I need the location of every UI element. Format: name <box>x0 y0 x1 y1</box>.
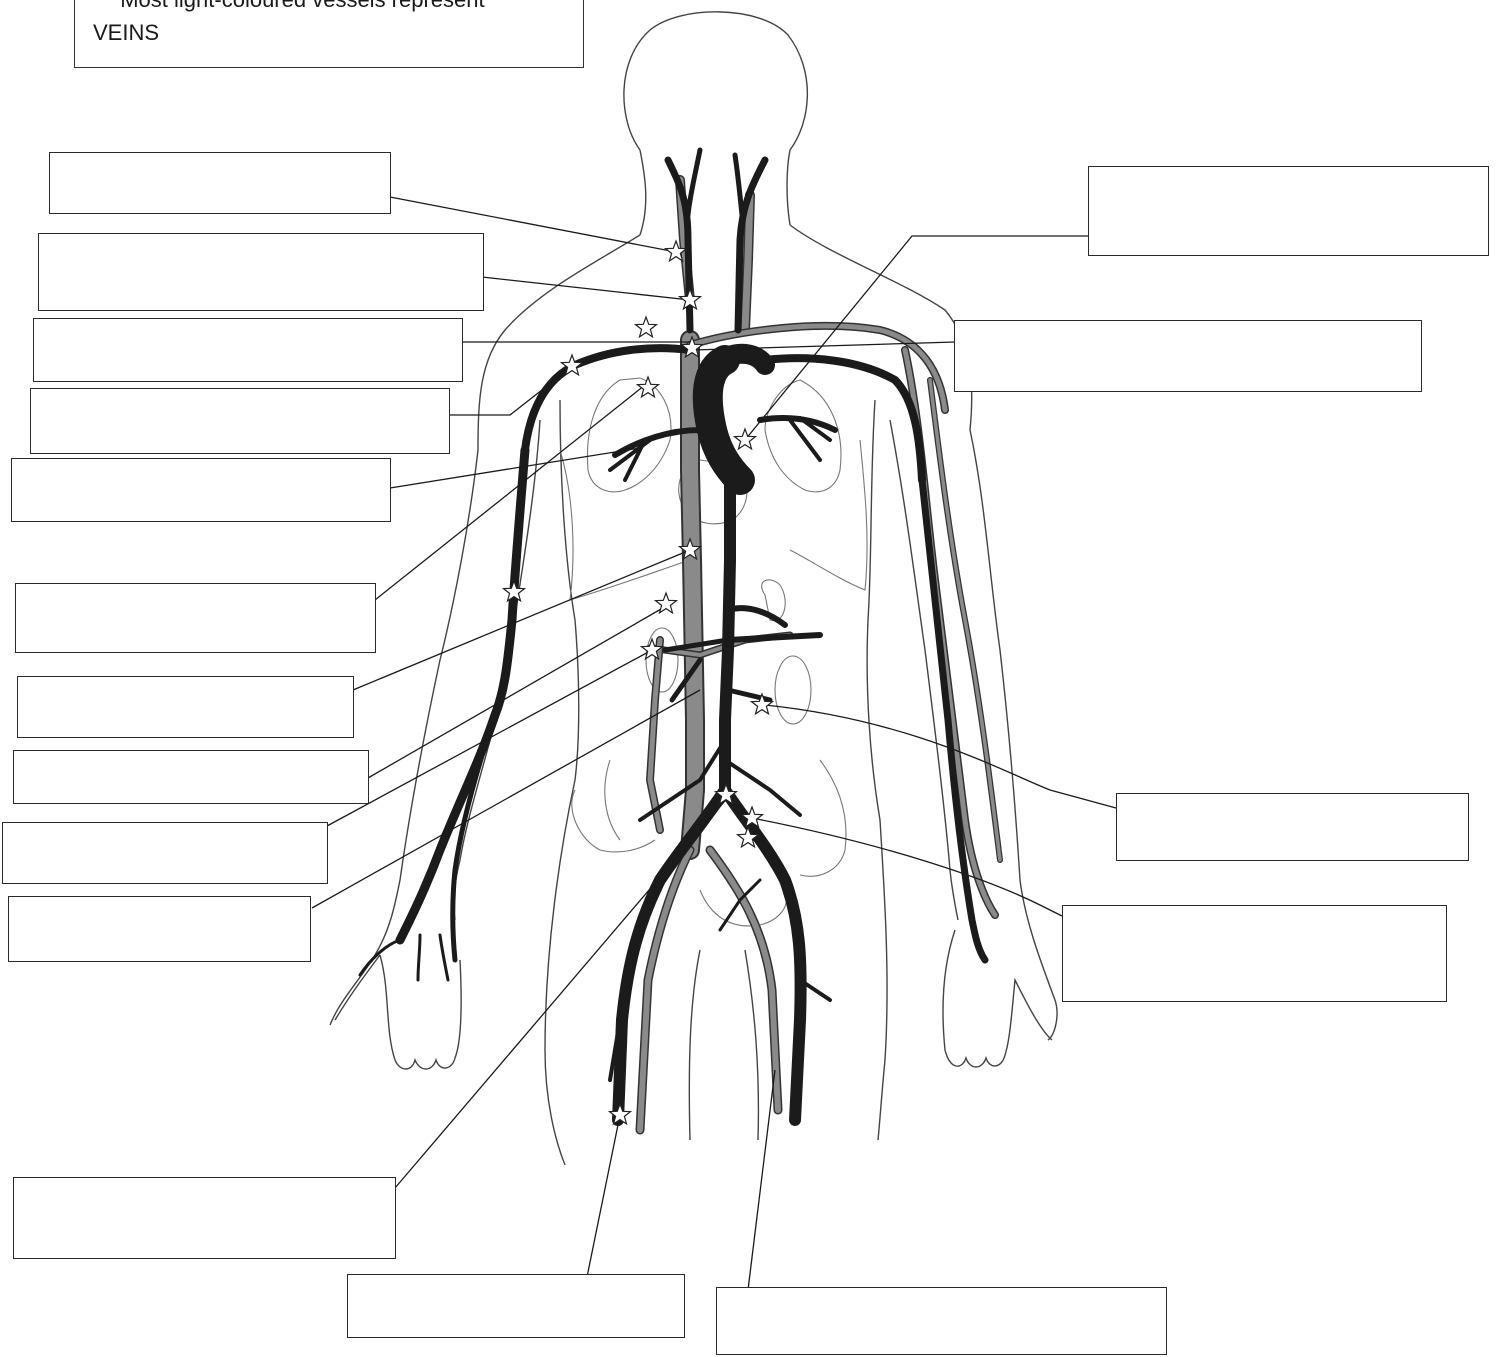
label-box-3[interactable] <box>33 318 463 382</box>
note-line-2: VEINS <box>93 16 583 49</box>
legend-note: ** Most light-coloured vessels represent… <box>74 0 584 68</box>
label-box-15[interactable] <box>13 1177 396 1259</box>
label-box-4[interactable] <box>30 388 450 454</box>
label-box-7[interactable] <box>17 676 354 738</box>
label-box-17[interactable] <box>716 1287 1167 1355</box>
label-box-8[interactable] <box>13 750 369 804</box>
label-box-14[interactable] <box>1062 905 1447 1002</box>
label-box-9[interactable] <box>2 822 328 884</box>
label-box-1[interactable] <box>49 152 391 214</box>
note-line-1: ** Most light-coloured vessels represent <box>95 0 583 16</box>
label-box-13[interactable] <box>1116 793 1469 861</box>
label-box-12[interactable] <box>954 320 1422 392</box>
label-box-6[interactable] <box>15 583 376 653</box>
label-box-5[interactable] <box>11 458 391 522</box>
star-marker-6 <box>638 377 659 397</box>
label-box-2[interactable] <box>38 233 484 311</box>
label-box-16[interactable] <box>347 1274 685 1338</box>
label-box-11[interactable] <box>1088 166 1489 256</box>
label-box-10[interactable] <box>8 896 311 962</box>
star-marker-3 <box>636 317 657 337</box>
